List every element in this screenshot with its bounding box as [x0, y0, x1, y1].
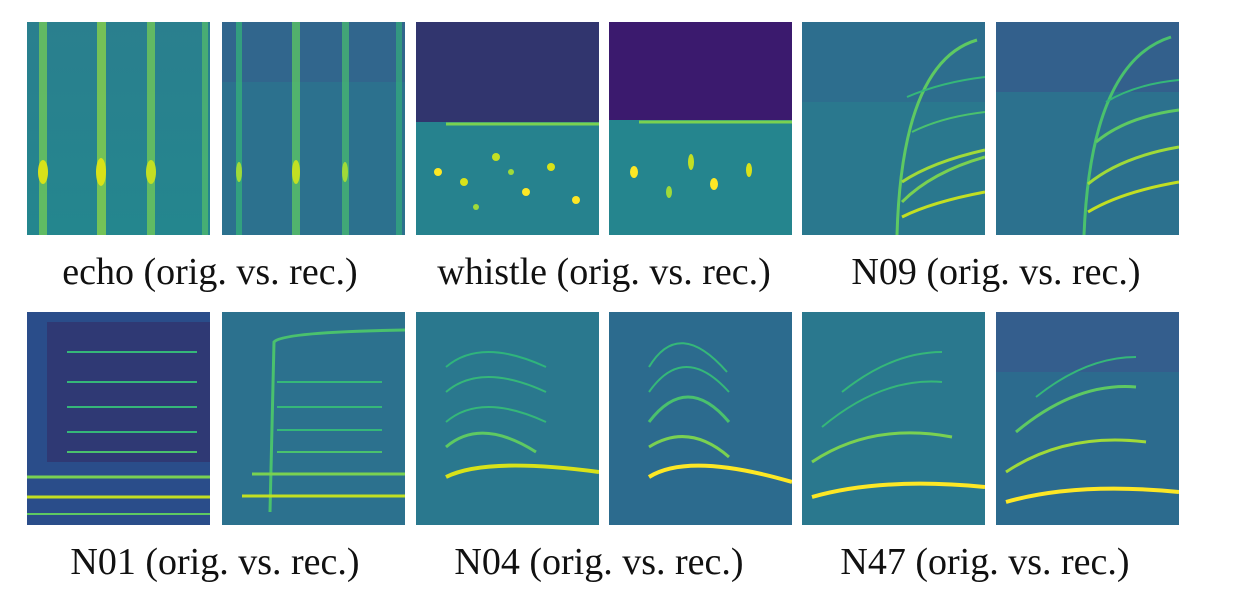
caption-whistle: whistle (orig. vs. rec.) — [437, 251, 771, 293]
echo-original-spectrogram — [27, 22, 210, 235]
N01-original-spectrogram — [27, 312, 210, 525]
caption-N47: N47 (orig. vs. rec.) — [840, 541, 1130, 583]
caption-N04: N04 (orig. vs. rec.) — [454, 541, 744, 583]
whistle-reconstructed-spectrogram — [609, 22, 792, 235]
N47-original-spectrogram — [802, 312, 985, 525]
whistle-original-spectrogram — [416, 22, 599, 235]
N09-reconstructed-spectrogram — [996, 22, 1179, 235]
N47-reconstructed-spectrogram — [996, 312, 1179, 525]
N04-reconstructed-spectrogram — [609, 312, 792, 525]
caption-N09: N09 (orig. vs. rec.) — [851, 251, 1141, 293]
N09-original-spectrogram — [802, 22, 985, 235]
N04-original-spectrogram — [416, 312, 599, 525]
N01-reconstructed-spectrogram — [222, 312, 405, 525]
echo-reconstructed-spectrogram — [222, 22, 405, 235]
caption-echo: echo (orig. vs. rec.) — [62, 251, 358, 293]
caption-N01: N01 (orig. vs. rec.) — [70, 541, 360, 583]
